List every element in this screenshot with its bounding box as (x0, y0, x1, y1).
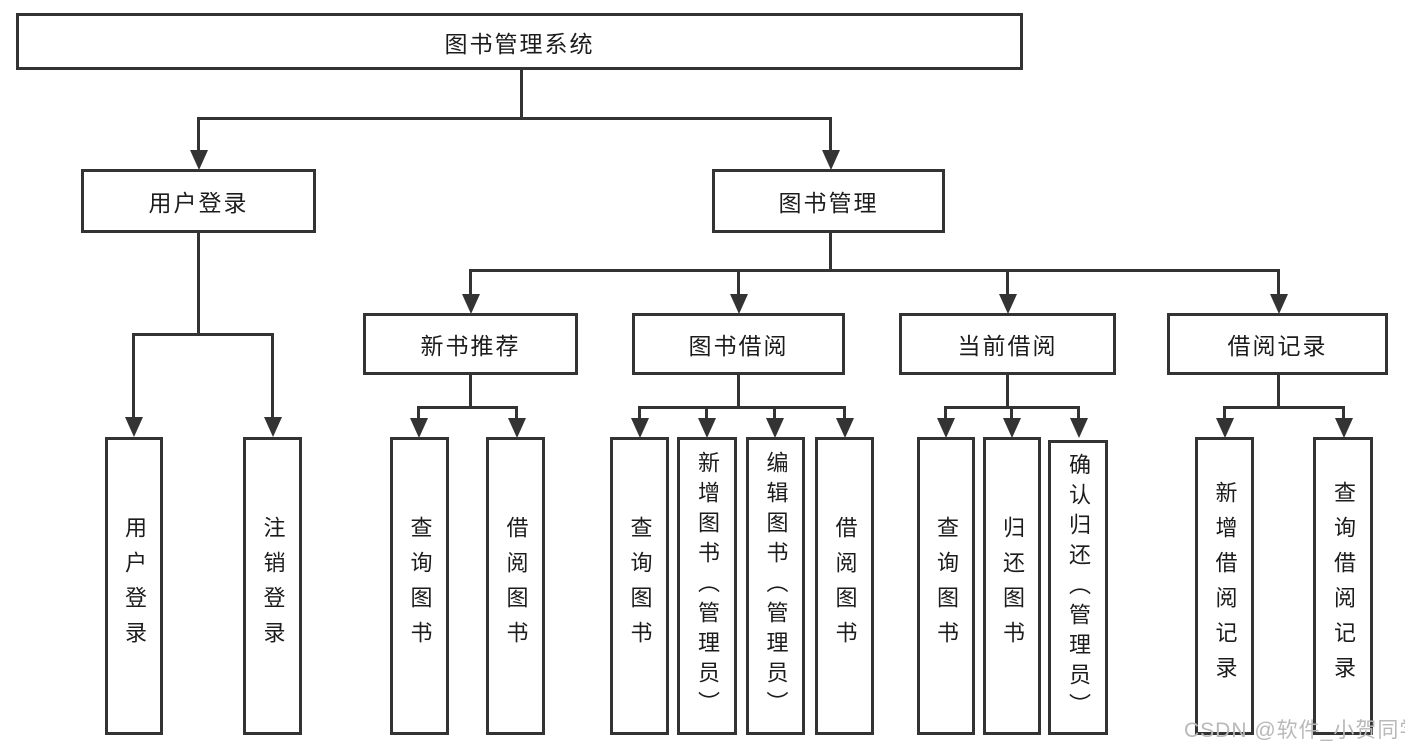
connector-borrow-bar (638, 406, 846, 409)
node-book-borrow: 图书借阅 (632, 313, 845, 375)
arrow-leaf-user-1 (125, 417, 143, 437)
connector-drop-borrow (737, 269, 740, 295)
node-current-borrow: 当前借阅 (899, 313, 1116, 375)
leaf-borrow-query-label: 查询图书 (627, 516, 653, 656)
watermark: CSDN @软件_小贺同学 (1184, 719, 1405, 742)
node-current-borrow-label: 当前借阅 (957, 333, 1058, 359)
leaf-logout: 注销登录 (243, 437, 302, 735)
leaf-current-return-label: 归还图书 (1000, 516, 1025, 656)
connector-borrow-drop-2 (705, 406, 708, 419)
arrow-leaf-current-3 (1070, 418, 1088, 438)
leaf-current-query: 查询图书 (917, 437, 975, 735)
arrow-leaf-user-2 (264, 417, 282, 437)
connector-newbook-drop-2 (515, 406, 518, 419)
connector-current-stem (1006, 375, 1009, 408)
connector-records-drop-2 (1342, 406, 1345, 419)
connector-user-bar (132, 333, 274, 336)
node-new-book-recommend: 新书推荐 (363, 313, 578, 375)
node-user-login: 用户登录 (81, 169, 316, 233)
leaf-borrow-edit-admin: 编辑图书（管理员） (746, 437, 805, 735)
leaf-records-query: 查询借阅记录 (1313, 437, 1373, 735)
arrow-records (1270, 294, 1288, 314)
connector-drop-current (1006, 269, 1009, 295)
arrow-newbook (462, 294, 480, 314)
leaf-user-login: 用户登录 (105, 437, 163, 735)
connector-records-drop-1 (1223, 406, 1226, 419)
leaf-borrow-edit-admin-label: 编辑图书（管理员） (763, 451, 789, 721)
node-root-label: 图书管理系统 (444, 30, 595, 57)
connector-level2-bar (197, 117, 832, 120)
arrow-leaf-current-2 (1003, 418, 1021, 438)
leaf-records-add-label: 新增借阅记录 (1212, 481, 1238, 691)
leaf-records-query-label: 查询借阅记录 (1331, 481, 1356, 691)
arrow-leaf-borrow-4 (836, 418, 854, 438)
leaf-borrow-borrow: 借阅图书 (815, 437, 874, 735)
arrow-leaf-current-1 (937, 418, 955, 438)
connector-user-drop-1 (132, 333, 135, 418)
node-book-mgmt-label: 图书管理 (778, 190, 879, 216)
leaf-current-confirm-admin-label: 确认归还（管理员） (1066, 452, 1091, 723)
connector-newbook-bar (417, 406, 518, 409)
connector-user-stem (197, 232, 200, 335)
node-user-login-label: 用户登录 (148, 190, 249, 216)
connector-borrow-drop-1 (638, 406, 641, 419)
connector-drop-user (197, 117, 200, 151)
connector-level3-bar (469, 269, 1280, 272)
connector-root-stem (520, 69, 523, 119)
connector-newbook-drop-1 (417, 406, 420, 419)
connector-current-drop-2 (1010, 406, 1013, 419)
node-new-book-recommend-label: 新书推荐 (420, 333, 521, 359)
connector-drop-bookmgmt (829, 117, 832, 151)
connector-drop-records (1277, 269, 1280, 295)
leaf-current-confirm-admin: 确认归还（管理员） (1048, 440, 1108, 735)
node-borrow-records-label: 借阅记录 (1227, 333, 1328, 359)
connector-borrow-drop-3 (773, 406, 776, 419)
leaf-newbook-borrow: 借阅图书 (486, 437, 545, 735)
leaf-logout-label: 注销登录 (260, 516, 286, 656)
leaf-newbook-query: 查询图书 (390, 437, 449, 735)
arrow-leaf-records-2 (1335, 418, 1353, 438)
leaf-borrow-add-admin-label: 新增图书（管理员） (695, 451, 720, 721)
leaf-user-login-label: 用户登录 (122, 516, 147, 656)
node-root: 图书管理系统 (16, 13, 1023, 70)
arrow-leaf-borrow-3 (766, 418, 784, 438)
arrow-leaf-borrow-2 (698, 418, 716, 438)
arrow-leaf-newbook-2 (508, 418, 526, 438)
leaf-borrow-borrow-label: 借阅图书 (832, 516, 858, 656)
connector-drop-newbook (469, 269, 472, 295)
arrow-leaf-newbook-1 (410, 418, 428, 438)
connector-records-stem (1277, 375, 1280, 408)
leaf-borrow-add-admin: 新增图书（管理员） (677, 437, 737, 735)
node-book-mgmt: 图书管理 (712, 169, 945, 233)
leaf-current-return: 归还图书 (983, 437, 1041, 735)
arrow-user-login (190, 150, 208, 170)
arrow-current (999, 294, 1017, 314)
arrow-leaf-borrow-1 (631, 418, 649, 438)
leaf-newbook-borrow-label: 借阅图书 (503, 516, 529, 656)
connector-records-bar (1223, 406, 1345, 409)
connector-user-drop-2 (271, 333, 274, 418)
arrow-book-mgmt (822, 150, 840, 170)
arrow-borrow (730, 294, 748, 314)
connector-borrow-drop-4 (843, 406, 846, 419)
connector-current-drop-1 (944, 406, 947, 419)
connector-newbook-stem (469, 375, 472, 408)
node-book-borrow-label: 图书借阅 (688, 333, 789, 359)
connector-bookmgmt-stem (829, 233, 832, 271)
leaf-current-query-label: 查询图书 (934, 516, 959, 656)
connector-current-drop-3 (1077, 406, 1080, 419)
leaf-records-add: 新增借阅记录 (1195, 437, 1254, 735)
connector-borrow-stem (737, 375, 740, 408)
arrow-leaf-records-1 (1216, 418, 1234, 438)
node-borrow-records: 借阅记录 (1167, 313, 1388, 375)
leaf-borrow-query: 查询图书 (610, 437, 669, 735)
leaf-newbook-query-label: 查询图书 (407, 516, 433, 656)
